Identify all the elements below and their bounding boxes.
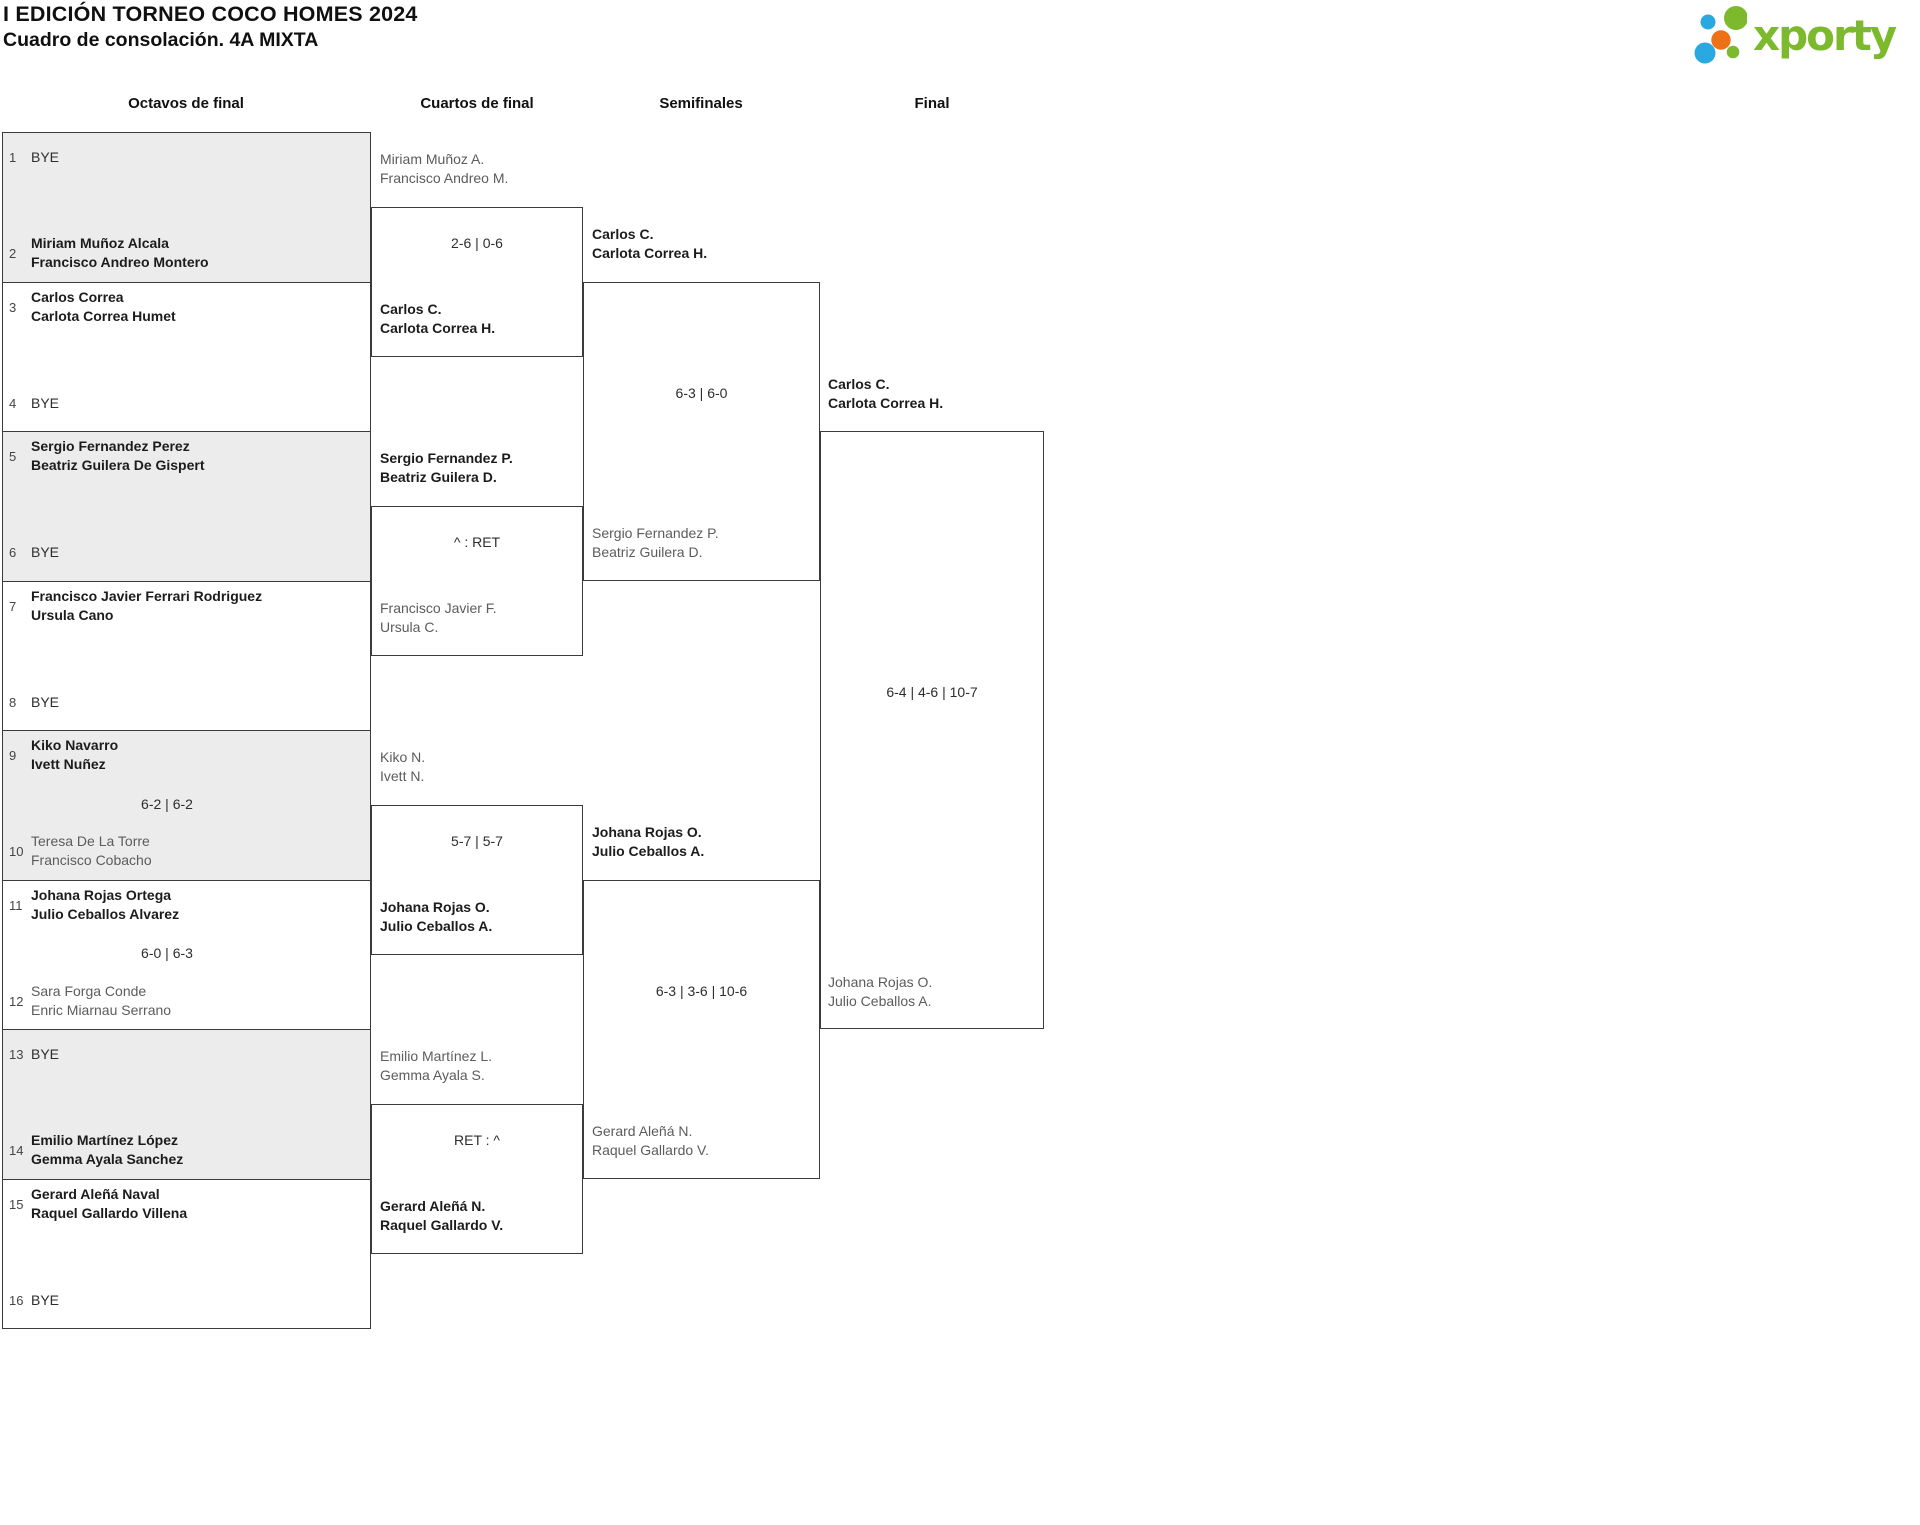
page-subtitle: Cuadro de consolación. 4A MIXTA [3,29,319,51]
round-header-octavos: Octavos de final [128,95,244,112]
slot-number: 7 [9,598,17,614]
octavos-match-box-5: 9 Kiko Navarro Ivett Nuñez 10 Teresa De … [2,730,371,881]
octavos-slot-8: 8 BYE [3,693,364,712]
octavos-match-box-1: 1 BYE 2 Miriam Muñoz Alcala Francisco An… [2,132,371,283]
semifinal-box-1 [583,282,820,581]
slot-number: 13 [9,1047,24,1062]
octavos-slot-7: 7 Francisco Javier Ferrari Rodriguez Urs… [3,587,364,625]
slot-number: 15 [9,1196,24,1212]
octavos-score-match5: 6-2 | 6-2 [141,796,193,812]
xporty-logo-text: xporty [1753,11,1897,60]
cuartos4-team2: Gerard Aleñá N. Raquel Gallardo V. [380,1198,504,1233]
slot-number: 9 [9,747,17,763]
semi2-score: 6-3 | 3-6 | 10-6 [655,983,748,999]
bye-label: BYE [31,149,60,165]
semi1-team2: Sergio Fernandez P. Beatriz Guilera D. [592,525,719,560]
octavos-match-box-7: 13 BYE 14 Emilio Martínez López Gemma Ay… [2,1029,371,1180]
final-score: 6-4 | 4-6 | 10-7 [886,684,978,700]
team-names: Francisco Javier Ferrari Rodriguez Ursul… [31,588,263,623]
cuartos4-team1: Emilio Martínez L. Gemma Ayala S. [380,1048,493,1083]
team-names: Miriam Muñoz Alcala Francisco Andreo Mon… [31,235,209,270]
octavos-slot-15: 15 Gerard Aleñá Naval Raquel Gallardo Vi… [3,1185,364,1223]
team-names: Kiko Navarro Ivett Nuñez [31,737,119,772]
slot-number: 4 [9,396,17,411]
octavos-slot-9: 9 Kiko Navarro Ivett Nuñez [3,736,364,774]
slot-number: 3 [9,299,17,315]
slot-number: 14 [9,1142,24,1158]
semifinal-box-2 [583,880,820,1179]
octavos-match-box-8: 15 Gerard Aleñá Naval Raquel Gallardo Vi… [2,1179,371,1329]
cuartos3-score: 5-7 | 5-7 [451,833,503,849]
cuartos1-score: 2-6 | 0-6 [451,235,503,251]
slot-number: 11 [9,897,23,913]
octavos-slot-14: 14 Emilio Martínez López Gemma Ayala San… [3,1131,364,1169]
cuartos2-team1: Sergio Fernandez P. Beatriz Guilera D. [380,450,513,485]
octavos-match-box-3: 5 Sergio Fernandez Perez Beatriz Guilera… [2,431,371,582]
slot-number: 1 [9,150,17,165]
final-team2: Johana Rojas O. Julio Ceballos A. [828,974,933,1009]
octavos-slot-12: 12 Sara Forga Conde Enric Miarnau Serran… [3,982,364,1020]
semi2-team1: Johana Rojas O. Julio Ceballos A. [592,824,705,859]
octavos-slot-13: 13 BYE [3,1045,364,1064]
bye-label: BYE [31,395,60,411]
cuartos3-team1: Kiko N. Ivett N. [380,749,426,784]
bye-label: BYE [31,694,60,710]
octavos-slot-16: 16 BYE [3,1291,364,1310]
round-header-semifinales: Semifinales [659,95,743,112]
page-title: I EDICIÓN TORNEO COCO HOMES 2024 [3,2,418,26]
final-team1: Carlos C. Carlota Correa H. [828,376,944,411]
slot-number: 10 [9,843,24,859]
octavos-slot-1: 1 BYE [3,148,364,167]
team-names: Gerard Aleñá Naval Raquel Gallardo Ville… [31,1186,188,1221]
bye-label: BYE [31,1046,60,1062]
octavos-match-box-2: 3 Carlos Correa Carlota Correa Humet 4 B… [2,282,371,432]
bye-label: BYE [31,544,60,560]
final-box [820,431,1044,1029]
slot-number: 6 [9,545,17,560]
team-names: Sergio Fernandez Perez Beatriz Guilera D… [31,438,205,473]
cuartos1-team1: Miriam Muñoz A. Francisco Andreo M. [380,151,509,186]
xporty-logo[interactable]: xporty [1692,5,1897,67]
semi1-team1: Carlos C. Carlota Correa H. [592,226,708,261]
team-names: Emilio Martínez López Gemma Ayala Sanche… [31,1132,184,1167]
team-names: Teresa De La Torre Francisco Cobacho [31,833,152,868]
cuartos-match-box-4 [371,1104,583,1254]
slot-number: 12 [9,993,24,1009]
octavos-slot-3: 3 Carlos Correa Carlota Correa Humet [3,288,364,326]
octavos-slot-11: 11 Johana Rojas Ortega Julio Ceballos Al… [3,886,364,924]
slot-number: 16 [9,1293,24,1308]
slot-number: 2 [9,245,17,261]
team-names: Sara Forga Conde Enric Miarnau Serrano [31,983,172,1018]
cuartos3-team2: Johana Rojas O. Julio Ceballos A. [380,899,493,934]
cuartos-match-box-2 [371,506,583,656]
cuartos-match-box-3 [371,805,583,955]
octavos-slot-6: 6 BYE [3,543,364,562]
cuartos-match-box-1 [371,207,583,357]
cuartos1-team2: Carlos C. Carlota Correa H. [380,301,496,336]
team-names: Carlos Correa Carlota Correa Humet [31,289,176,324]
slot-number: 5 [9,448,17,464]
octavos-match-box-4: 7 Francisco Javier Ferrari Rodriguez Urs… [2,581,371,731]
octavos-slot-10: 10 Teresa De La Torre Francisco Cobacho [3,832,364,870]
octavos-slot-4: 4 BYE [3,394,364,413]
cuartos2-team2: Francisco Javier F. Ursula C. [380,600,497,635]
cuartos4-score: RET : ^ [454,1132,500,1148]
octavos-slot-5: 5 Sergio Fernandez Perez Beatriz Guilera… [3,437,364,475]
round-header-final: Final [914,95,950,112]
semi2-team2: Gerard Aleñá N. Raquel Gallardo V. [592,1123,710,1158]
cuartos2-score: ^ : RET [453,534,501,550]
octavos-match-box-6: 11 Johana Rojas Ortega Julio Ceballos Al… [2,880,371,1030]
xporty-logo-icon [1694,6,1747,64]
team-names: Johana Rojas Ortega Julio Ceballos Alvar… [31,887,180,922]
round-header-cuartos: Cuartos de final [420,95,534,112]
slot-number: 8 [9,695,17,710]
octavos-score-match6: 6-0 | 6-3 [141,945,193,961]
bye-label: BYE [31,1292,60,1308]
octavos-slot-2: 2 Miriam Muñoz Alcala Francisco Andreo M… [3,234,364,272]
semi1-score: 6-3 | 6-0 [675,385,728,401]
